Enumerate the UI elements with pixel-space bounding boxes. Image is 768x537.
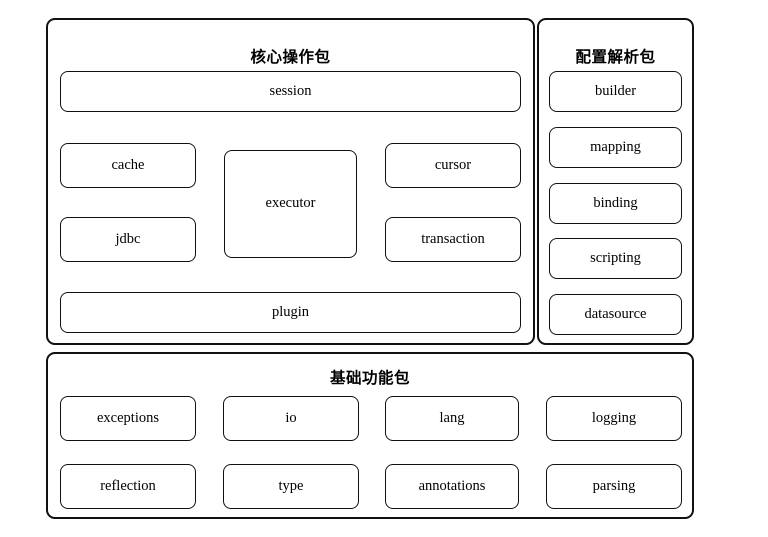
panel-core-operations-title: 核心操作包 [250, 49, 331, 66]
box-plugin[interactable]: plugin [60, 292, 521, 333]
box-jdbc[interactable]: jdbc [60, 217, 196, 262]
box-transaction[interactable]: transaction [385, 217, 521, 262]
box-builder[interactable]: builder [549, 71, 682, 112]
box-cache[interactable]: cache [60, 143, 196, 188]
box-datasource[interactable]: datasource [549, 294, 682, 335]
box-lang[interactable]: lang [385, 396, 519, 441]
box-annotations[interactable]: annotations [385, 464, 519, 509]
box-mapping[interactable]: mapping [549, 127, 682, 168]
box-logging[interactable]: logging [546, 396, 682, 441]
box-cursor[interactable]: cursor [385, 143, 521, 188]
panel-config-parsing-title: 配置解析包 [575, 49, 656, 66]
box-reflection[interactable]: reflection [60, 464, 196, 509]
box-binding[interactable]: binding [549, 183, 682, 224]
panel-base-functions-title: 基础功能包 [329, 370, 410, 387]
box-exceptions[interactable]: exceptions [60, 396, 196, 441]
box-executor[interactable]: executor [224, 150, 357, 258]
box-session[interactable]: session [60, 71, 521, 112]
box-scripting[interactable]: scripting [549, 238, 682, 279]
box-type[interactable]: type [223, 464, 359, 509]
box-parsing[interactable]: parsing [546, 464, 682, 509]
box-io[interactable]: io [223, 396, 359, 441]
